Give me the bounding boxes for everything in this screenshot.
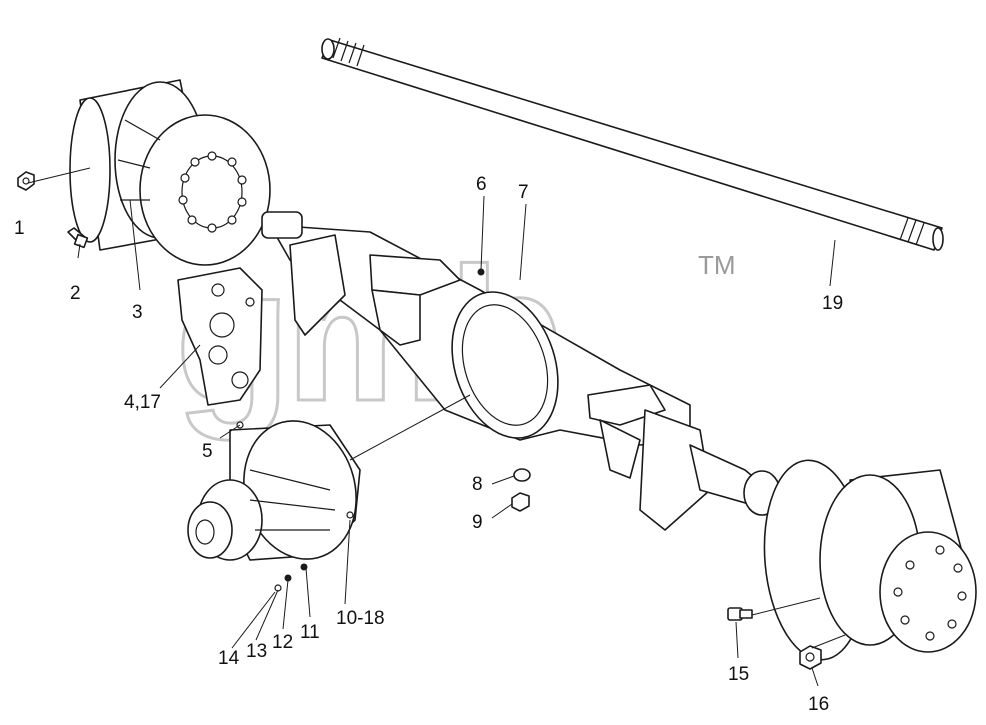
callout-14: 14 — [218, 648, 240, 669]
wheel-bolt-right — [727, 607, 753, 621]
right-brake-drum — [763, 459, 977, 661]
callout-5: 5 — [202, 441, 213, 462]
washer — [513, 468, 531, 482]
half-shaft — [321, 37, 944, 251]
brake-bracket — [177, 267, 263, 406]
callout-3: 3 — [132, 302, 143, 323]
wheel-nut-right — [799, 645, 822, 670]
callout-labels: 1 2 3 4,17 5 6 7 8 9 10-18 11 12 13 14 1… — [14, 174, 843, 715]
callout-15: 15 — [728, 664, 749, 685]
callout-2: 2 — [70, 283, 81, 304]
callout-8: 8 — [472, 474, 483, 495]
wheel-nut-left — [17, 171, 35, 191]
callout-13: 13 — [246, 641, 267, 662]
callout-9: 9 — [472, 512, 483, 533]
differential-carrier — [187, 420, 361, 561]
housing-nut — [511, 492, 530, 512]
wheel-bolt-left — [67, 227, 89, 249]
carrier-fasteners — [274, 563, 308, 592]
trademark-text: TM — [698, 250, 736, 280]
left-brake-drum — [69, 79, 271, 266]
callout-7: 7 — [518, 182, 529, 203]
axle-housing — [261, 211, 781, 531]
callout-11: 11 — [300, 622, 320, 643]
callout-16: 16 — [808, 694, 829, 715]
callout-4-17: 4,17 — [124, 392, 161, 413]
callout-12: 12 — [272, 632, 293, 653]
callout-19: 19 — [822, 293, 843, 314]
callout-1: 1 — [14, 218, 25, 239]
callout-6: 6 — [476, 174, 487, 195]
callout-10-18: 10-18 — [336, 608, 385, 629]
leader-lines — [27, 167, 846, 687]
